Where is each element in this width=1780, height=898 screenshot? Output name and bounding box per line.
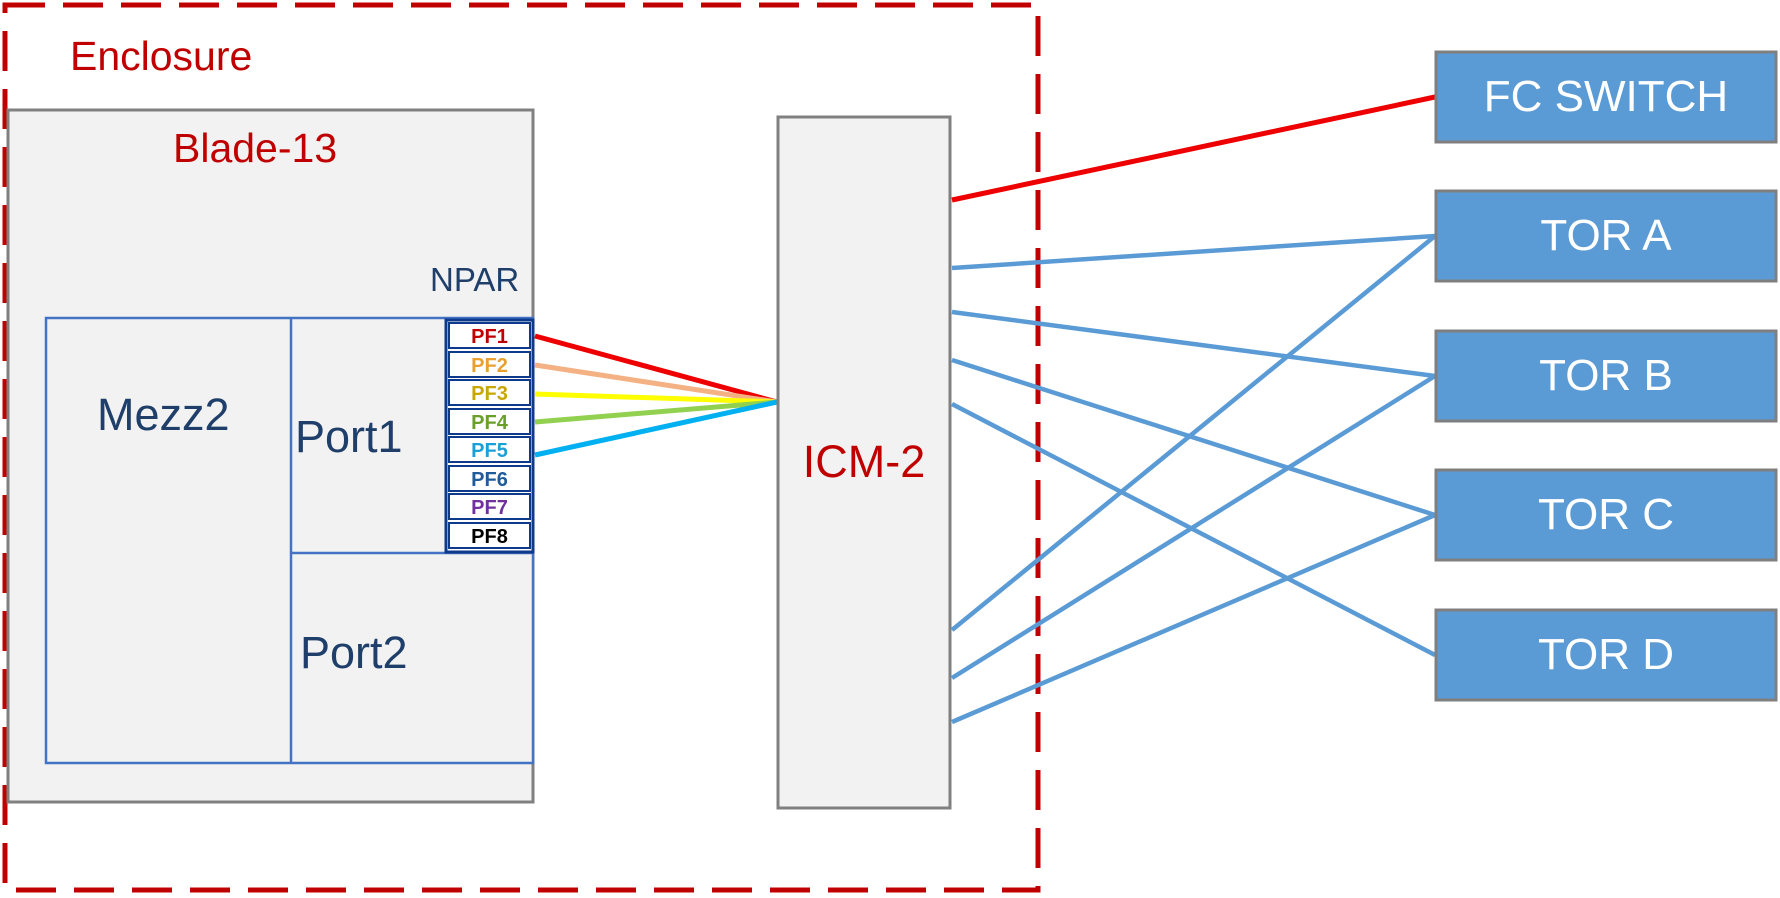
icm-label: ICM-2 (803, 436, 926, 487)
switch-box (1434, 468, 1778, 562)
switch-box (1434, 329, 1778, 423)
switch-box (1434, 50, 1778, 144)
uplink-tor-c (951, 357, 1436, 518)
pf-row-3: PF3 (448, 379, 531, 406)
pf-cell (448, 322, 531, 349)
pf3-link (534, 391, 778, 405)
switch-box (1434, 189, 1778, 283)
blade-label: Blade-13 (173, 125, 337, 171)
pf-cell (448, 408, 531, 435)
pf-label: PF1 (471, 326, 508, 348)
switch-label: TOR D (1538, 630, 1674, 679)
pf-stack: PF1 PF2 PF3 PF4 PF5 PF6 PF7 PF8 (444, 318, 535, 554)
pf-row-7: PF7 (448, 493, 531, 520)
uplink-tor-b (951, 309, 1436, 379)
pf-links (534, 333, 778, 458)
pf-cell (448, 465, 531, 492)
pf-cell (448, 379, 531, 406)
switch-tor-d: TOR D (1434, 608, 1778, 702)
switch-tor-c: TOR C (1434, 468, 1778, 562)
pf-label: PF8 (471, 526, 508, 548)
pf-label: PF4 (471, 412, 509, 434)
pf1-link (534, 333, 778, 405)
uplink-tor-a (951, 233, 1436, 271)
port2-label: Port2 (300, 627, 408, 678)
pf-row-4: PF4 (448, 408, 531, 435)
pf-cell (448, 493, 531, 520)
pf-label: PF3 (471, 383, 508, 405)
switch-fc: FC SWITCH (1434, 50, 1778, 144)
mezz-label: Mezz2 (97, 389, 230, 440)
pf-label: PF6 (471, 469, 508, 491)
pf-label: PF5 (471, 440, 508, 462)
pf4-link (534, 399, 778, 425)
switch-tor-a: TOR A (1434, 189, 1778, 283)
switch-label: TOR C (1538, 490, 1674, 539)
uplink-tor-c-2 (951, 512, 1436, 725)
pf-row-5: PF5 (448, 436, 531, 463)
pf-row-1: PF1 (448, 322, 531, 349)
uplinks (950, 94, 1437, 725)
icm-box (776, 115, 952, 810)
switch-label: TOR A (1540, 211, 1672, 260)
pf-row-8: PF8 (448, 522, 531, 549)
pf-cell (448, 351, 531, 378)
pf-cell (448, 522, 531, 549)
switch-box (1434, 608, 1778, 702)
pf-cell (448, 436, 531, 463)
pf-label: PF7 (471, 497, 508, 519)
uplink-tor-b-2 (950, 374, 1437, 680)
switch-label: TOR B (1539, 351, 1673, 400)
pf-row-2: PF2 (448, 351, 531, 378)
npar-label: NPAR (430, 261, 519, 298)
uplink-tor-a-2 (950, 234, 1437, 632)
pf-label: PF2 (471, 355, 508, 377)
fc-uplink (951, 94, 1436, 203)
pf5-link (534, 399, 778, 458)
enclosure-label: Enclosure (70, 33, 252, 79)
switch-tor-b: TOR B (1434, 329, 1778, 423)
switch-label: FC SWITCH (1484, 72, 1728, 121)
port1-label: Port1 (295, 411, 403, 462)
pf2-link (534, 362, 778, 405)
pf-row-6: PF6 (448, 465, 531, 492)
